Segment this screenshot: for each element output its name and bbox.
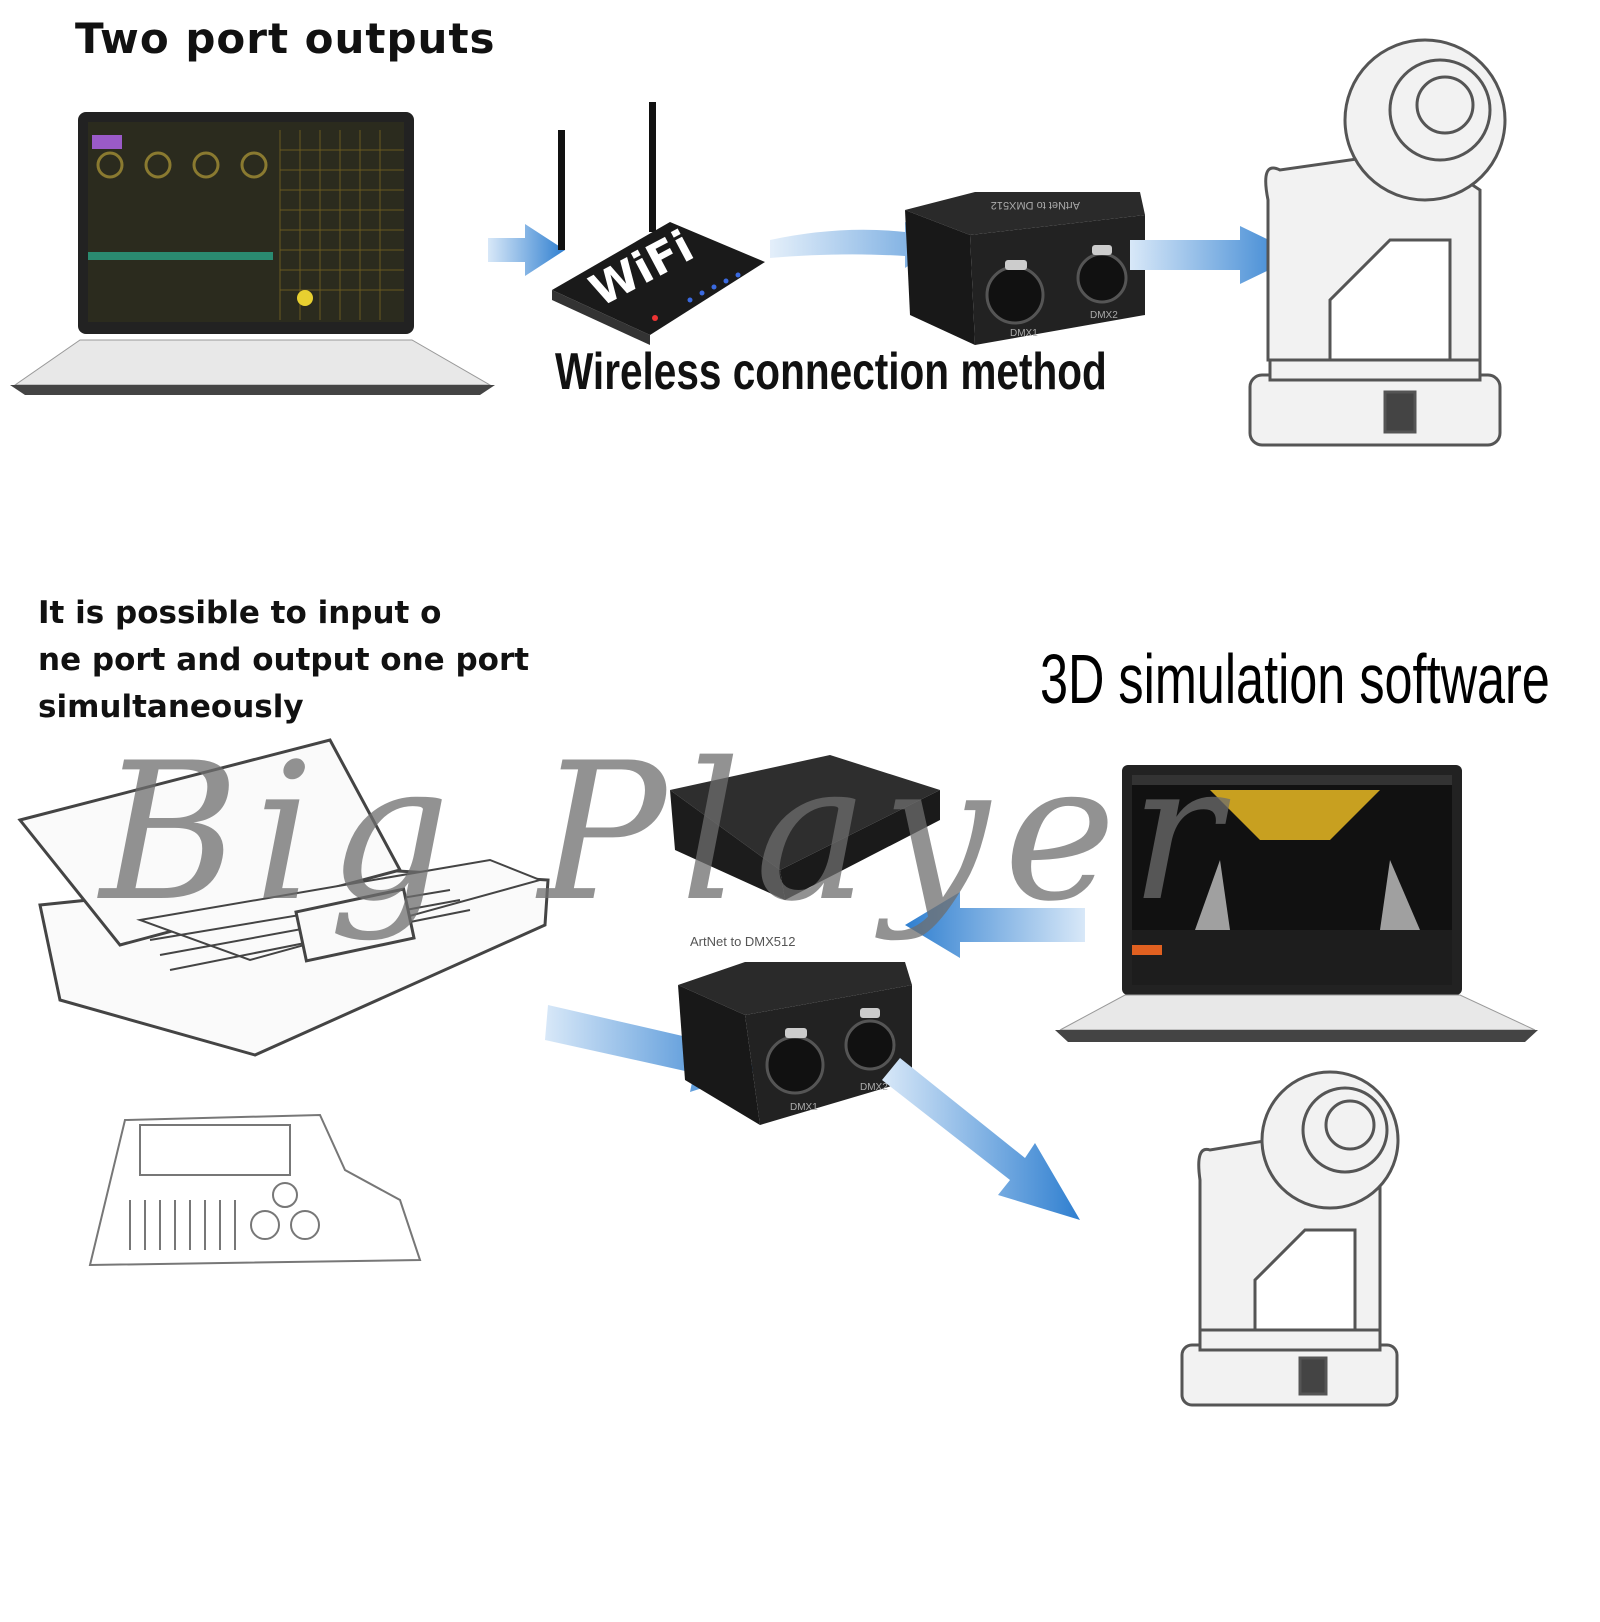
port-dmx1-label: DMX1 — [790, 1102, 818, 1113]
port-dmx2-label: DMX2 — [1090, 310, 1118, 321]
description-text: It is possible to input o ne port and ou… — [38, 590, 529, 731]
artnet-dmx-device-top: ArtNet to DMX512 DMX1 DMX2 — [905, 192, 1145, 345]
artnet-dmx-device-output: DMX1 DMX2 — [678, 962, 912, 1125]
device-label: ArtNet to DMX512 — [690, 934, 796, 949]
port-dmx1-label: DMX1 — [1010, 328, 1038, 339]
description-line: simultaneously — [38, 689, 304, 725]
arrow-from-software — [905, 892, 1085, 958]
laptop-console-software — [10, 112, 495, 395]
arrow-to-moving-head — [1130, 226, 1300, 284]
moving-head-light-bottom — [1180, 1070, 1400, 1407]
lighting-console-large — [17, 738, 550, 1057]
wifi-router: WiFi — [552, 102, 765, 345]
artnet-dmx-device-input: ArtNet to DMX512 — [670, 755, 940, 949]
section-title-two-port: Two port outputs — [75, 14, 496, 63]
arrow-device-to-moving-head — [882, 1058, 1080, 1220]
laptop-3d-simulation — [1055, 765, 1538, 1042]
moving-head-light-top — [1248, 38, 1507, 447]
caption-3d-simulation: 3D simulation software — [1040, 640, 1550, 718]
description-line: It is possible to input o — [38, 595, 442, 631]
arrow-to-router — [488, 224, 565, 276]
device-label: ArtNet to DMX512 — [991, 199, 1080, 211]
caption-wireless: Wireless connection method — [555, 343, 1107, 401]
description-line: ne port and output one port — [38, 642, 530, 678]
port-dmx2-label: DMX2 — [860, 1082, 888, 1093]
arrow-router-to-device — [770, 222, 940, 268]
lighting-console-small — [88, 1113, 422, 1267]
